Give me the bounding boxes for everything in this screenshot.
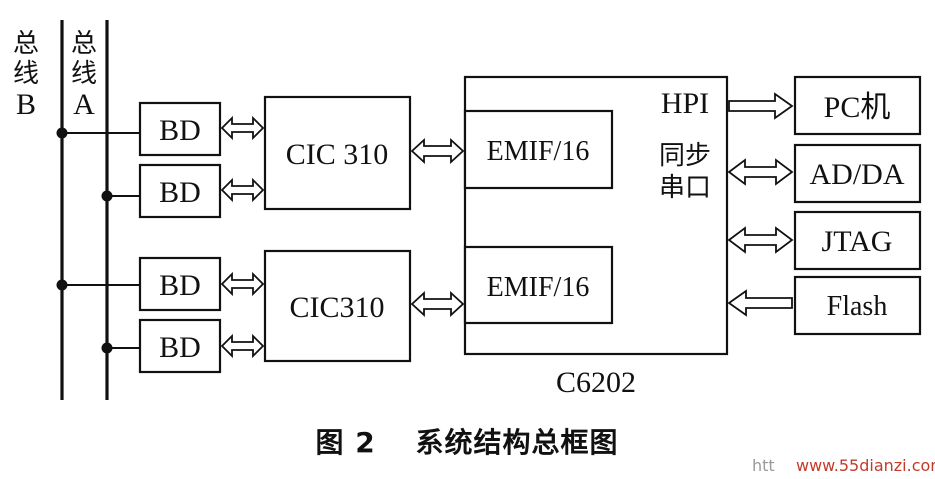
svg-text:BD: BD <box>159 269 201 302</box>
cic310-block-2: CIC310 <box>263 249 412 363</box>
double-arrow-icon <box>220 333 265 359</box>
svg-text:JTAG: JTAG <box>822 225 893 258</box>
double-arrow-icon <box>410 290 465 318</box>
junction-dot <box>101 190 113 202</box>
svg-text:线: 线 <box>71 59 97 89</box>
junction-dot <box>101 342 113 354</box>
cic310-block-1: CIC 310 <box>263 95 412 211</box>
svg-text:BD: BD <box>159 176 201 209</box>
double-arrow-icon <box>220 115 265 141</box>
svg-text:BD: BD <box>159 331 201 364</box>
svg-text:B: B <box>16 88 36 121</box>
sync-label: 同步 <box>659 141 711 171</box>
svg-text:EMIF/16: EMIF/16 <box>487 272 590 303</box>
svg-text:BD: BD <box>159 114 201 147</box>
junction-dot <box>56 127 68 139</box>
double-arrow-icon <box>220 177 265 203</box>
emif-block-1: EMIF/16 <box>463 109 614 190</box>
peripheral-jtag: JTAG <box>793 210 922 271</box>
double-arrow-icon <box>727 226 794 254</box>
serial-port-label: 串口 <box>659 173 711 203</box>
double-arrow-icon <box>410 137 465 165</box>
bus-b-label: 总 线 B <box>13 29 39 121</box>
emif-block-2: EMIF/16 <box>463 245 614 325</box>
double-arrow-icon <box>727 158 794 186</box>
svg-text:总: 总 <box>71 29 97 59</box>
svg-text:AD/DA: AD/DA <box>810 158 905 191</box>
right-arrow-icon <box>728 92 794 120</box>
svg-text:EMIF/16: EMIF/16 <box>487 136 590 167</box>
bus-taps <box>56 127 140 354</box>
watermark-prefix: htt <box>752 456 775 475</box>
peripheral-pc: PC机 <box>793 75 922 136</box>
watermark-url: www.55dianzi.com <box>796 456 935 475</box>
svg-text:PC机: PC机 <box>824 91 891 124</box>
bd-block-3: BD <box>138 256 222 312</box>
hpi-label: HPI <box>661 87 709 120</box>
junction-dot <box>56 279 68 291</box>
bus-a-label: 总 线 A <box>71 29 97 121</box>
bd-block-2: BD <box>138 163 222 219</box>
peripheral-flash: Flash <box>793 275 922 336</box>
dsp-port-labels: HPI 同步 串口 <box>659 87 711 203</box>
bd-block-1: BD <box>138 101 222 157</box>
dsp-name-label: C6202 <box>556 366 636 399</box>
peripheral-ad-da: AD/DA <box>793 143 922 204</box>
svg-text:Flash: Flash <box>827 291 888 322</box>
svg-text:CIC310: CIC310 <box>289 291 384 324</box>
svg-text:A: A <box>73 88 95 121</box>
double-arrow-icon <box>220 271 265 297</box>
svg-text:线: 线 <box>13 59 39 89</box>
left-arrow-icon <box>727 289 793 317</box>
bd-block-4: BD <box>138 318 222 374</box>
figure-caption: 图 2 系统结构总框图 <box>316 426 619 459</box>
svg-text:CIC 310: CIC 310 <box>286 138 389 171</box>
svg-text:总: 总 <box>13 29 39 59</box>
